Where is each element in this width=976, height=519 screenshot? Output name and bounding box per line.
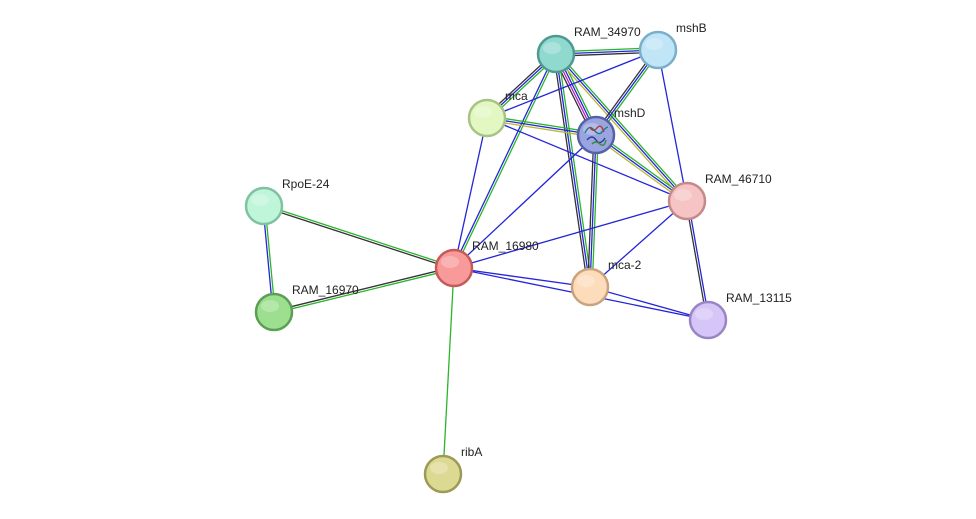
node-circle[interactable] bbox=[638, 30, 678, 70]
node-circle[interactable] bbox=[254, 292, 294, 332]
edge-mshB-mca[interactable] bbox=[486, 49, 659, 119]
edge-RAM_34970-RAM_16980[interactable] bbox=[452, 53, 558, 269]
node-circle[interactable] bbox=[570, 267, 610, 307]
edge-line bbox=[589, 286, 709, 321]
edge-RpoE-24-RAM_16980[interactable] bbox=[263, 204, 455, 270]
edge-line bbox=[273, 266, 454, 312]
edge-RAM_46710-mca-2[interactable] bbox=[589, 200, 688, 288]
edge-line bbox=[263, 206, 454, 270]
node-label: RAM_13115 bbox=[726, 291, 792, 305]
node-highlight bbox=[251, 194, 269, 206]
edge-line bbox=[589, 134, 597, 288]
node-mshB[interactable]: mshB bbox=[638, 21, 707, 70]
edge-line bbox=[557, 53, 593, 287]
edge-RAM_16980-mca-2[interactable] bbox=[453, 267, 591, 288]
edge-line bbox=[685, 201, 708, 321]
edge-line bbox=[589, 200, 688, 288]
node-highlight bbox=[645, 38, 663, 50]
node-circle[interactable] bbox=[536, 34, 576, 74]
edge-line bbox=[687, 200, 710, 320]
edge-line bbox=[452, 53, 556, 268]
node-label: mshD bbox=[614, 106, 646, 120]
edge-line bbox=[555, 53, 688, 202]
edge-mca-2-RAM_13115[interactable] bbox=[589, 286, 709, 321]
node-label: RAM_16980 bbox=[472, 239, 539, 253]
edge-line bbox=[486, 49, 659, 119]
edge-line bbox=[553, 55, 686, 203]
edge-line bbox=[453, 117, 488, 269]
edge-mca-RAM_16980[interactable] bbox=[453, 117, 488, 269]
edge-RAM_46710-RAM_13115[interactable] bbox=[685, 200, 710, 321]
node-label: ribA bbox=[461, 445, 482, 459]
node-circle[interactable] bbox=[423, 454, 463, 494]
node-highlight bbox=[474, 106, 492, 118]
edge-line bbox=[657, 49, 688, 202]
edge-line bbox=[555, 53, 591, 288]
node-highlight bbox=[577, 275, 595, 287]
node-mca[interactable]: mca bbox=[467, 89, 528, 138]
node-highlight bbox=[695, 308, 713, 320]
edge-line bbox=[486, 117, 688, 202]
node-highlight bbox=[441, 256, 459, 268]
edge-line bbox=[453, 134, 597, 269]
edge-line bbox=[454, 54, 558, 269]
protein-structure-icon bbox=[584, 125, 609, 147]
edge-line bbox=[557, 52, 690, 200]
node-highlight bbox=[261, 300, 279, 312]
node-circle[interactable] bbox=[688, 300, 728, 340]
node-highlight bbox=[430, 462, 448, 474]
node-circle[interactable] bbox=[434, 248, 474, 288]
node-highlight bbox=[543, 42, 561, 54]
node-circle[interactable] bbox=[576, 115, 616, 155]
edge-RAM_16980-RAM_16970[interactable] bbox=[273, 266, 455, 314]
edge-RAM_16980-ribA[interactable] bbox=[442, 267, 455, 475]
node-RAM_13115[interactable]: RAM_13115 bbox=[688, 291, 792, 340]
node-highlight bbox=[674, 189, 692, 201]
node-label: RAM_16970 bbox=[292, 283, 359, 297]
node-circle[interactable] bbox=[467, 98, 507, 138]
node-mshD[interactable]: mshD bbox=[576, 106, 646, 155]
node-label: RAM_46710 bbox=[705, 172, 772, 186]
edge-mca-RAM_46710[interactable] bbox=[486, 117, 688, 202]
node-label: mca bbox=[505, 89, 528, 103]
node-label: mshB bbox=[676, 21, 707, 35]
edge-line bbox=[587, 134, 595, 287]
edge-line bbox=[442, 267, 455, 475]
node-label: RpoE-24 bbox=[282, 177, 330, 191]
edge-line bbox=[453, 267, 591, 288]
edge-RAM_34970-mca-2[interactable] bbox=[553, 53, 593, 288]
edge-mshB-RAM_46710[interactable] bbox=[657, 49, 688, 202]
node-RpoE-24[interactable]: RpoE-24 bbox=[244, 177, 330, 226]
node-circle[interactable] bbox=[667, 181, 707, 221]
node-circle[interactable] bbox=[244, 186, 284, 226]
edge-RAM_34970-RAM_46710[interactable] bbox=[553, 52, 690, 203]
node-ribA[interactable]: ribA bbox=[423, 445, 482, 494]
edge-line bbox=[274, 268, 455, 314]
node-layer: RAM_34970 mshB mca mshD RAM_46710 RpoE-24RAM_… bbox=[244, 21, 792, 494]
edge-mshD-RAM_16980[interactable] bbox=[453, 134, 597, 269]
node-RAM_16980[interactable]: RAM_16980 bbox=[434, 239, 539, 288]
edge-line bbox=[264, 204, 455, 268]
edge-line bbox=[553, 54, 589, 288]
node-RAM_46710[interactable]: RAM_46710 bbox=[667, 172, 772, 221]
edge-line bbox=[453, 200, 688, 269]
node-label: mca-2 bbox=[608, 258, 642, 272]
node-RAM_16970[interactable]: RAM_16970 bbox=[254, 283, 359, 332]
node-label: RAM_34970 bbox=[574, 25, 641, 39]
edge-mshD-mca-2[interactable] bbox=[587, 134, 599, 288]
edge-line bbox=[591, 135, 599, 288]
edge-RAM_46710-RAM_16980[interactable] bbox=[453, 200, 688, 269]
node-RAM_34970[interactable]: RAM_34970 bbox=[536, 25, 641, 74]
node-mca-2[interactable]: mca-2 bbox=[570, 258, 642, 307]
